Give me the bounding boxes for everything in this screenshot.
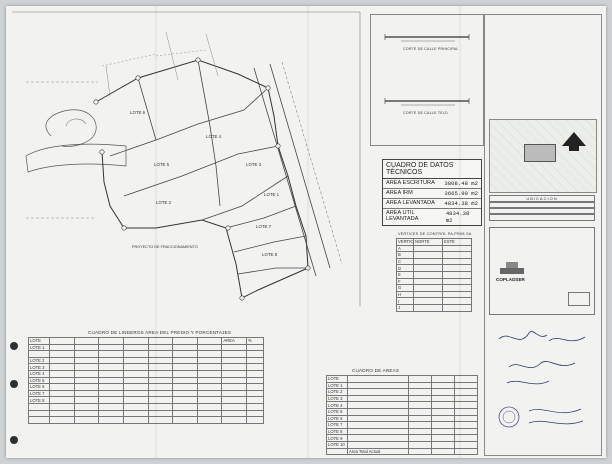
- access-road-label: PROYECTO DE FRACCIONAMIENTO: [132, 245, 198, 249]
- table-row: LOTE 4: [326, 401, 478, 409]
- table-row: LOTE 6: [326, 414, 478, 423]
- drawing-info-block: COPLADSER: [489, 227, 595, 315]
- table-row: H: [396, 290, 472, 299]
- location-info-row: [489, 213, 595, 221]
- table-row: [28, 402, 264, 411]
- lot-label: LOTE 8: [262, 252, 278, 257]
- total-row: Area Total Actual: [326, 447, 478, 456]
- binder-hole: [10, 342, 18, 350]
- table-row: J: [396, 303, 472, 312]
- map-building: [524, 144, 556, 162]
- lot-label: LOTE 6: [130, 110, 146, 115]
- table-row: LOTE 4: [28, 369, 264, 378]
- table-row: I: [396, 297, 472, 305]
- site-plan-drawing: LOTE 6 LOTE 5 LOTE 4 LOTE 3 LOTE 2 LOTE …: [12, 11, 361, 306]
- table-row: LOTE 2: [326, 388, 478, 396]
- title-block: UBICACION COPLADSER: [484, 14, 602, 456]
- table-row: LOTE 3: [28, 363, 264, 371]
- table-row: LOTE 10: [326, 440, 478, 449]
- north-arrow-icon: [562, 132, 586, 151]
- company-logo-icon: [500, 262, 524, 274]
- lot-label: LOTE 4: [206, 134, 222, 139]
- table-row: F: [396, 277, 472, 286]
- table-row: G: [396, 284, 472, 292]
- lot-label: LOTE 5: [154, 162, 170, 167]
- lot-label: LOTE 2: [156, 200, 172, 205]
- profiles-panel: CORTE DE CALLE PRINCIPAL CORTE DE CALLE …: [370, 14, 484, 146]
- table-row: B: [396, 251, 472, 259]
- boundary-table-title: CUADRO DE LINDEROS AREA DEL PREDIO Y POR…: [88, 330, 232, 335]
- lot-label: LOTE 1: [264, 192, 280, 197]
- location-title: UBICACION: [489, 195, 595, 203]
- location-info-row: [489, 201, 595, 209]
- company-name: COPLADSER: [496, 277, 525, 282]
- table-row: LOTE 5: [28, 376, 264, 385]
- table-row: E: [396, 270, 472, 279]
- signature-area: [498, 331, 586, 428]
- binder-hole: [10, 380, 18, 388]
- plan-sheet: LOTE 6 LOTE 5 LOTE 4 LOTE 3 LOTE 2 LOTE …: [6, 6, 606, 458]
- table-row: LOTE 5: [326, 407, 478, 416]
- table-row: LOTE 9: [326, 434, 478, 442]
- location-info-row: [489, 207, 595, 215]
- vertex-table-title: VERTICES DE CONTROL PA-PR08 SA: [398, 232, 472, 236]
- table-header-row: VERTICE NORTE ESTE: [396, 238, 472, 246]
- table-row: LOTE 7: [28, 389, 264, 398]
- table-header-row: LOTE AREA %: [28, 337, 264, 345]
- table-row: LOTE 6: [28, 383, 264, 391]
- table-row: [28, 350, 264, 358]
- technical-data-title: CUADRO DE DATOS TÉCNICOS: [383, 160, 481, 179]
- table-row: LOTE 8: [28, 396, 264, 404]
- sheet-number: [568, 292, 590, 306]
- table-row: LOTE 2: [28, 356, 264, 365]
- location-map: [489, 119, 597, 193]
- vertex-table: VERTICE NORTE ESTE A B C D E F G H I J: [396, 238, 472, 312]
- table-row: LOTE 7: [326, 421, 478, 429]
- table-header-row: LOTE: [326, 375, 478, 383]
- lot-label: LOTE 7: [256, 224, 272, 229]
- table-row: [28, 409, 264, 418]
- lot-label: LOTE 3: [246, 162, 262, 167]
- table-row: [28, 416, 264, 424]
- profile-label: CORTE DE CALLE PRINCIPAL: [403, 47, 459, 51]
- profile-label: CORTE DE CALLE TELD: [403, 111, 448, 115]
- table-row: D: [396, 264, 472, 272]
- table-row: LOTE 3: [326, 394, 478, 403]
- table-row: C: [396, 257, 472, 266]
- table-row: LOTE 8: [326, 427, 478, 436]
- table-row: A: [396, 244, 472, 253]
- table-row: LOTE 1: [28, 343, 264, 352]
- area-table-title: CUADRO DE AREAS: [352, 368, 400, 373]
- binder-hole: [10, 436, 18, 444]
- table-row: LOTE 1: [326, 381, 478, 390]
